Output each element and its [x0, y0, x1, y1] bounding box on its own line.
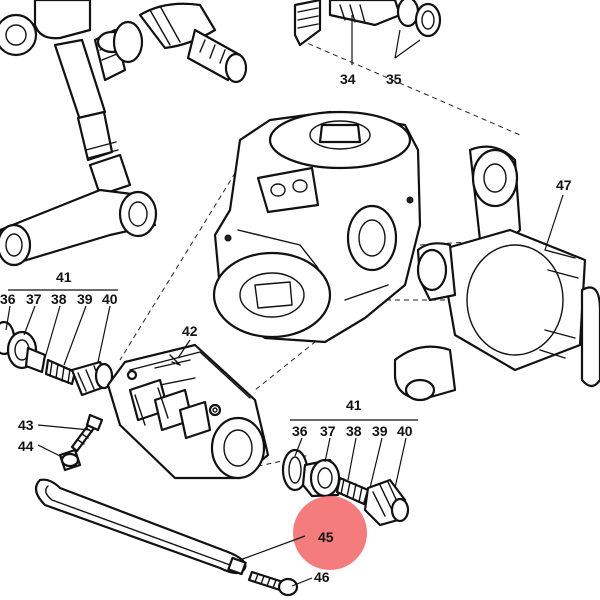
label-42: 42 [182, 323, 198, 339]
label-46: 46 [314, 569, 330, 585]
label-36-left: 36 [0, 291, 16, 307]
label-43: 43 [18, 417, 34, 433]
valve-stack-right [281, 448, 410, 527]
bracket-flange-47 [393, 145, 600, 402]
label-37-left: 37 [26, 291, 42, 307]
leader-lines [5, 15, 564, 587]
pump-body [212, 110, 422, 344]
label-40-left: 40 [102, 291, 118, 307]
label-40-right: 40 [397, 423, 413, 439]
valve-stack-left [0, 320, 114, 397]
label-41-left: 41 [56, 269, 72, 285]
label-39-left: 39 [77, 291, 93, 307]
housing-42 [106, 343, 270, 480]
pipe-assembly-top-left [0, 0, 158, 267]
belt-45 [34, 478, 247, 576]
elbow-fitting-top [112, 2, 248, 84]
label-37-right: 37 [320, 423, 336, 439]
bolt-46 [247, 570, 299, 597]
label-47: 47 [556, 177, 572, 193]
screw-washer-43-44 [58, 413, 104, 472]
label-34: 34 [340, 71, 356, 87]
label-38-right: 38 [346, 423, 362, 439]
label-38-left: 38 [51, 291, 67, 307]
label-39-right: 39 [372, 423, 388, 439]
label-35: 35 [386, 71, 402, 87]
part-number-labels: 34 35 41 36 37 38 39 40 42 43 44 41 36 3… [0, 71, 572, 585]
hose-barb-34-35 [293, 0, 442, 47]
label-41-right: 41 [346, 397, 362, 413]
label-36-right: 36 [292, 423, 308, 439]
label-45: 45 [318, 529, 334, 545]
label-44: 44 [18, 438, 34, 454]
highlight-marker [293, 496, 367, 570]
